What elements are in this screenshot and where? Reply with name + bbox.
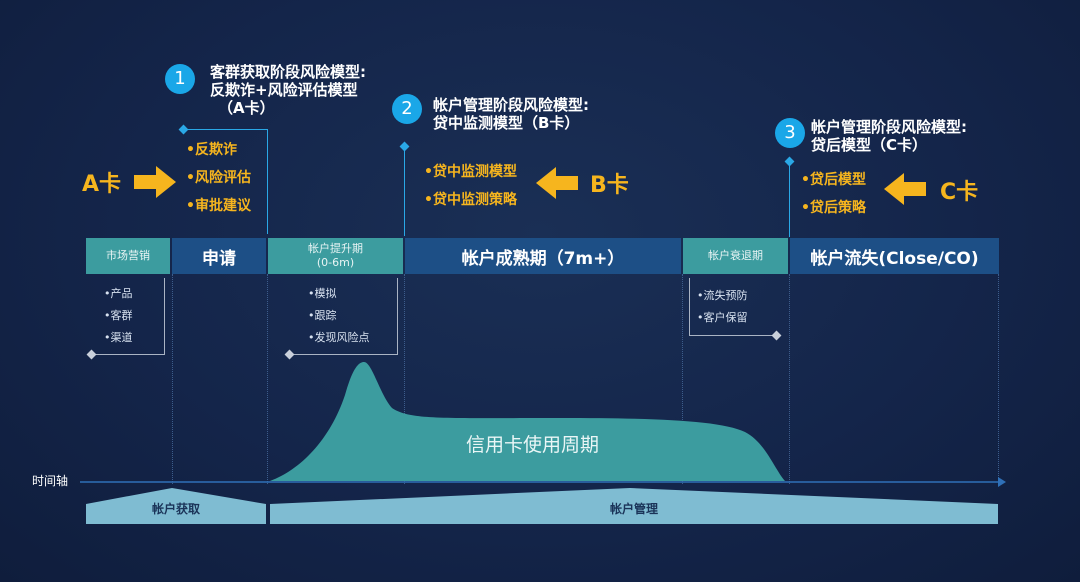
band-manage-label: 帐户管理 — [609, 502, 658, 516]
a-card-label: A卡 — [82, 172, 122, 197]
model-3-title-line-2: 贷后模型（C卡） — [811, 136, 928, 154]
phase-decline: 帐户衰退期 — [683, 238, 788, 274]
stage-bands — [86, 488, 998, 524]
phase-apply-label: 申请 — [202, 248, 236, 269]
decline-list: •流失预防 •客户保留 — [697, 285, 748, 329]
model-2-stem — [404, 148, 405, 236]
b-card-label: B卡 — [590, 173, 629, 198]
phase-apply: 申请 — [172, 238, 266, 274]
phase-churn: 帐户流失(Close/CO) — [790, 238, 999, 274]
promote-list: •模拟 •跟踪 •发现风险点 — [308, 283, 370, 349]
decline-list-item: •客户保留 — [697, 311, 748, 324]
phase-churn-label: 帐户流失(Close/CO) — [810, 248, 979, 269]
model-1-title-line-3: （A卡） — [218, 99, 275, 117]
model-3-title: 帐户管理阶段风险模型: 贷后模型（C卡） — [811, 118, 967, 154]
model-2-title-line-1: 帐户管理阶段风险模型: — [433, 96, 589, 114]
lifecycle-label: 信用卡使用周期 — [466, 434, 600, 456]
promote-list-item: •跟踪 — [308, 309, 337, 322]
model-3-title-line-1: 帐户管理阶段风险模型: — [811, 118, 967, 136]
model-1-title-line-1: 客群获取阶段风险模型: — [210, 63, 366, 81]
market-list-item: •渠道 — [104, 331, 133, 344]
market-list: •产品 •客群 •渠道 — [104, 283, 133, 349]
promote-bracket — [290, 278, 398, 355]
model-1-title: 客群获取阶段风险模型: 反欺诈+风险评估模型 （A卡） — [210, 63, 366, 117]
guide-line-4 — [682, 274, 683, 484]
phase-market: 市场营销 — [86, 238, 170, 274]
model-2-title: 帐户管理阶段风险模型: 贷中监测模型（B卡） — [433, 96, 589, 132]
model-1-title-line-2: 反欺诈+风险评估模型 — [210, 81, 358, 99]
model-2-number: 2 — [392, 94, 422, 124]
phase-decline-label: 帐户衰退期 — [708, 249, 763, 262]
model-2-title-line-2: 贷中监测模型（B卡） — [433, 114, 580, 132]
time-axis-label: 时间轴 — [32, 474, 69, 488]
model-1-item: •审批建议 — [186, 198, 251, 214]
model-1-item: •风险评估 — [186, 170, 251, 186]
model-1-item: •反欺诈 — [186, 142, 237, 158]
arrow-left-icon — [884, 173, 926, 205]
model-3-stem — [789, 165, 790, 237]
guide-line-2 — [267, 274, 268, 484]
market-list-item: •客群 — [104, 309, 133, 322]
model-2-items: •贷中监测模型 •贷中监测策略 — [424, 158, 517, 214]
model-3-number: 3 — [775, 118, 805, 148]
phase-mature-label: 帐户成熟期（7m+） — [461, 248, 625, 269]
model-3-item: •贷后策略 — [801, 200, 866, 216]
promote-list-item: •发现风险点 — [308, 331, 370, 344]
market-list-item: •产品 — [104, 287, 133, 300]
phase-mature: 帐户成熟期（7m+） — [405, 238, 681, 274]
guide-line-6 — [998, 274, 999, 484]
time-axis-arrow — [80, 477, 1006, 487]
model-2-item: •贷中监测策略 — [424, 192, 517, 208]
phase-promote-range: (0-6m) — [316, 256, 355, 269]
arrow-left-icon — [536, 167, 578, 199]
phase-promote: 帐户提升期 (0-6m) — [268, 238, 403, 274]
market-bracket — [92, 278, 165, 355]
phase-market-label: 市场营销 — [106, 249, 150, 262]
band-acquire-label: 帐户获取 — [151, 502, 200, 516]
arrow-right-icon — [134, 166, 176, 198]
model-3-item: •贷后模型 — [801, 172, 866, 188]
c-card-label: C卡 — [940, 180, 979, 205]
guide-line-3 — [404, 274, 405, 484]
model-3-items: •贷后模型 •贷后策略 — [801, 166, 866, 222]
promote-list-item: •模拟 — [308, 287, 337, 300]
model-1-number: 1 — [165, 64, 195, 94]
model-1-items: •反欺诈 •风险评估 •审批建议 — [186, 136, 251, 220]
guide-line-5 — [789, 274, 790, 484]
decline-bracket — [689, 278, 778, 336]
model-1-bracket — [183, 129, 268, 234]
model-2-item: •贷中监测模型 — [424, 164, 517, 180]
guide-line-1 — [172, 274, 173, 484]
phase-promote-label: 帐户提升期 — [308, 242, 363, 255]
decline-list-item: •流失预防 — [697, 289, 748, 302]
